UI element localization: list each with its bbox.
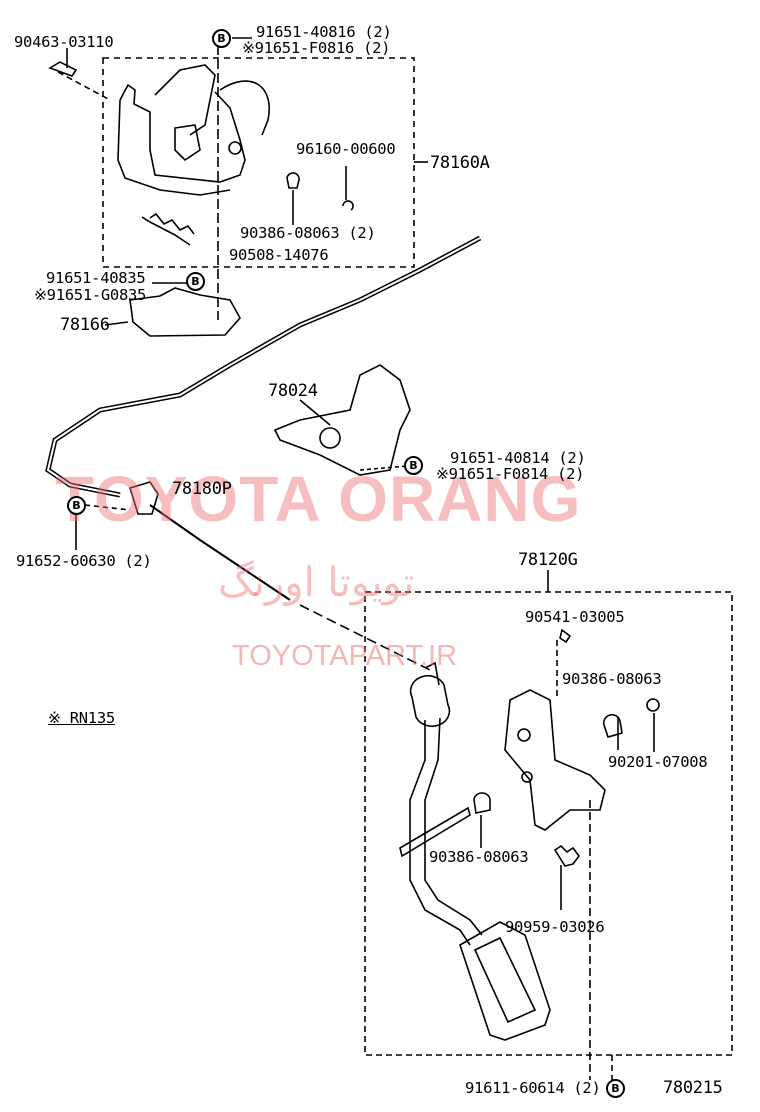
bolt-marker-b: B <box>67 496 86 515</box>
callout-91651-g0835[interactable]: ※91651-G0835 <box>34 286 147 304</box>
callout-96160-00600[interactable]: 96160-00600 <box>296 140 396 158</box>
callout-91651-f0814[interactable]: ※91651-F0814 (2) <box>436 465 585 483</box>
bracket-78166-drawing <box>129 287 241 337</box>
throttle-linkage-drawing <box>117 64 354 246</box>
watermark-brand: TOYOTA ORANG <box>55 463 582 535</box>
callout-90386-08063-left[interactable]: 90386-08063 <box>429 848 529 866</box>
assembly-78120g-box <box>364 591 733 1056</box>
bolt-marker-b: B <box>212 29 231 48</box>
accelerator-pedal-drawing <box>399 661 551 1041</box>
pedal-bracket-drawing <box>473 628 660 1082</box>
callout-91651-40835[interactable]: 91651-40835 <box>46 269 146 287</box>
callout-91651-f0816[interactable]: ※91651-F0816 (2) <box>242 39 391 57</box>
callout-78024[interactable]: 78024 <box>268 381 318 401</box>
callout-91652-60630[interactable]: 91652-60630 (2) <box>16 552 152 570</box>
bolt-marker-b: B <box>606 1079 625 1098</box>
callout-91611-60614[interactable]: 91611-60614 (2) <box>465 1079 601 1097</box>
note-rn135: ※ RN135 <box>48 709 115 727</box>
callout-91651-40816[interactable]: 91651-40816 (2) <box>256 23 392 41</box>
callout-91651-40814[interactable]: 91651-40814 (2) <box>450 449 586 467</box>
callout-78180p[interactable]: 78180P <box>172 479 232 499</box>
callout-90541-03005[interactable]: 90541-03005 <box>525 608 625 626</box>
callout-90201-07008[interactable]: 90201-07008 <box>608 753 708 771</box>
figure-number: 780215 <box>663 1078 723 1098</box>
callout-90463-03110[interactable]: 90463-03110 <box>14 33 114 51</box>
callout-90508-14076[interactable]: 90508-14076 <box>229 246 329 264</box>
callout-78160a[interactable]: 78160A <box>430 153 490 173</box>
bracket-78024-drawing <box>273 364 411 476</box>
assembly-78160a-box <box>102 57 415 268</box>
callout-90386-08063-right[interactable]: 90386-08063 <box>562 670 662 688</box>
watermark-persian: تویوتا اورنگ <box>218 560 415 606</box>
callout-90386-08063-2[interactable]: 90386-08063 (2) <box>240 224 376 242</box>
watermark-site: TOYOTAPART.IR <box>232 640 458 672</box>
bolt-marker-b: B <box>186 272 205 291</box>
callout-78166[interactable]: 78166 <box>60 315 110 335</box>
callout-78120g[interactable]: 78120G <box>518 550 578 570</box>
callout-90959-03026[interactable]: 90959-03026 <box>505 918 605 936</box>
clip-drawing <box>48 61 78 77</box>
bolt-marker-b: B <box>404 456 423 475</box>
